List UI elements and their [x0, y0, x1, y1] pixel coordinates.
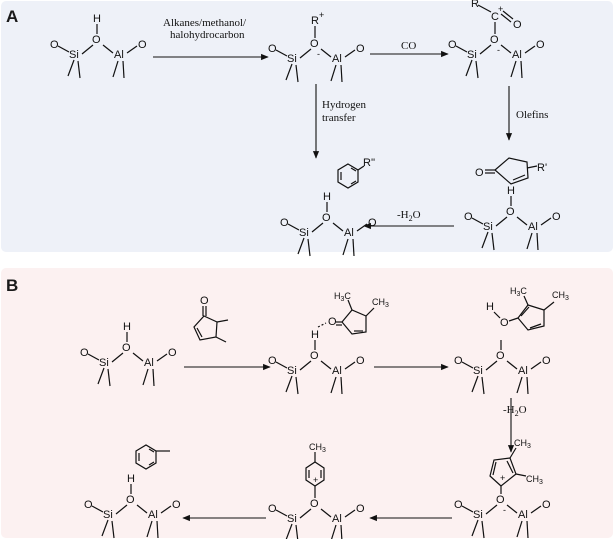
- panel-b-dimethylcyclopentenone: O: [193, 295, 229, 343]
- panel-a-letter: A: [6, 7, 18, 26]
- svg-text:-: -: [497, 45, 500, 55]
- panel-b-hbond-complex: H O H3C CH3: [267, 291, 389, 395]
- panel-b-letter: B: [6, 276, 18, 295]
- svg-text:H: H: [311, 329, 319, 341]
- svg-text:R'': R'': [363, 157, 375, 169]
- condition-alkanes-line1: Alkanes/methanol/: [163, 17, 247, 29]
- panel-a-acylium: C + R O -: [447, 0, 546, 79]
- svg-text:+: +: [498, 4, 503, 14]
- svg-text:R': R': [537, 162, 547, 174]
- panel-a-aromatic: R'': [337, 157, 375, 189]
- condition-hydrogen-line2: transfer: [322, 112, 356, 124]
- condition-dehydration-b: -H2O: [503, 404, 527, 418]
- svg-text:-: -: [503, 505, 506, 515]
- svg-text:-: -: [317, 49, 320, 59]
- svg-text:C: C: [491, 11, 499, 23]
- svg-text:H3C: H3C: [510, 286, 527, 298]
- panel-a-background: [1, 1, 613, 252]
- svg-text:O: O: [328, 316, 337, 328]
- panel-b-enol-complex: H O H3C CH3: [453, 286, 569, 395]
- panel-b-cyclopentadienyl: - + CH3 CH3: [453, 438, 552, 539]
- svg-text:CH3: CH3: [309, 442, 326, 454]
- svg-text:O: O: [513, 19, 522, 31]
- svg-text:R: R: [471, 0, 479, 10]
- svg-text:H3C: H3C: [334, 291, 351, 303]
- svg-text:CH3: CH3: [514, 438, 531, 450]
- condition-olefins: Olefins: [516, 109, 548, 121]
- svg-text:CH3: CH3: [552, 290, 569, 302]
- panel-a-cyclopentenone: O R': [475, 157, 547, 185]
- panel-b-background: [1, 268, 613, 538]
- svg-text:+: +: [319, 10, 324, 20]
- svg-text:O: O: [500, 317, 509, 329]
- svg-text:O: O: [475, 167, 484, 179]
- svg-text:+: +: [500, 473, 505, 483]
- svg-text:CH3: CH3: [372, 297, 389, 309]
- svg-text:CH3: CH3: [526, 474, 543, 486]
- svg-text:+: +: [313, 475, 318, 485]
- condition-dehydration-a: -H2O: [397, 209, 421, 223]
- svg-text:H: H: [486, 301, 494, 313]
- condition-alkanes-line2: halohydrocarbon: [170, 29, 245, 41]
- condition-hydrogen-line1: Hydrogen: [322, 99, 366, 111]
- panel-a-alkoxide: R + -: [267, 10, 366, 83]
- condition-co: CO: [401, 40, 416, 52]
- svg-text:R: R: [311, 15, 319, 27]
- panel-b-toluene: [135, 444, 170, 470]
- svg-text:O: O: [200, 295, 209, 307]
- panel-b-methylbenzenium: + CH3: [267, 442, 366, 539]
